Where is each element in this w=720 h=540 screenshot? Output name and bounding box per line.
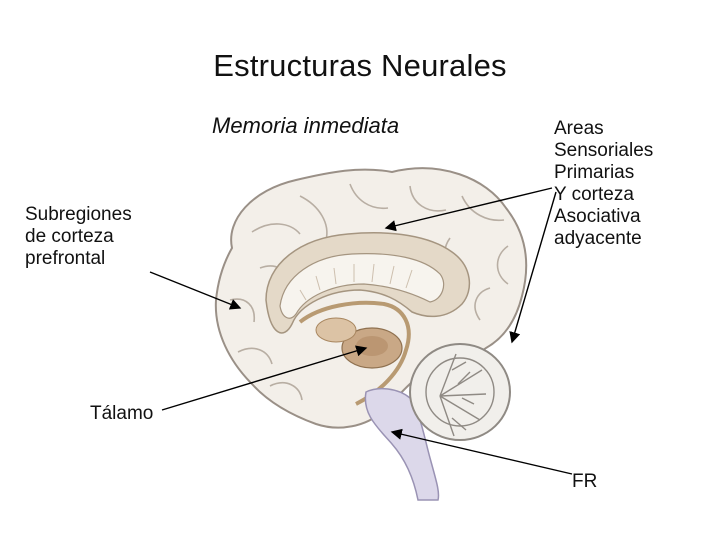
arrow-sensory-upper	[384, 187, 553, 232]
label-thalamus: Tálamo	[90, 403, 154, 424]
brainstem	[364, 387, 440, 501]
label-sensory-areas: Areas Sensoriales Primarias Y corteza As…	[554, 118, 654, 249]
thalamus-core	[356, 336, 388, 356]
caudate-shape	[315, 317, 357, 343]
arrow-fr	[390, 428, 573, 475]
slide-title: Estructuras Neurales	[213, 48, 507, 83]
pointer-lines	[149, 187, 573, 475]
callosum-fibers	[299, 263, 413, 301]
arrow-prefrontal	[149, 271, 242, 310]
fornix	[298, 300, 411, 406]
arrow-sensory-lower	[509, 191, 557, 344]
arrow-thalamus	[161, 345, 368, 411]
slide-subtitle: Memoria inmediata	[212, 113, 400, 138]
corpus-callosum	[279, 253, 445, 319]
label-fr: FR	[572, 471, 598, 492]
arbor-vitae	[425, 353, 495, 437]
label-prefrontal: Subregiones de corteza prefrontal	[25, 204, 132, 269]
